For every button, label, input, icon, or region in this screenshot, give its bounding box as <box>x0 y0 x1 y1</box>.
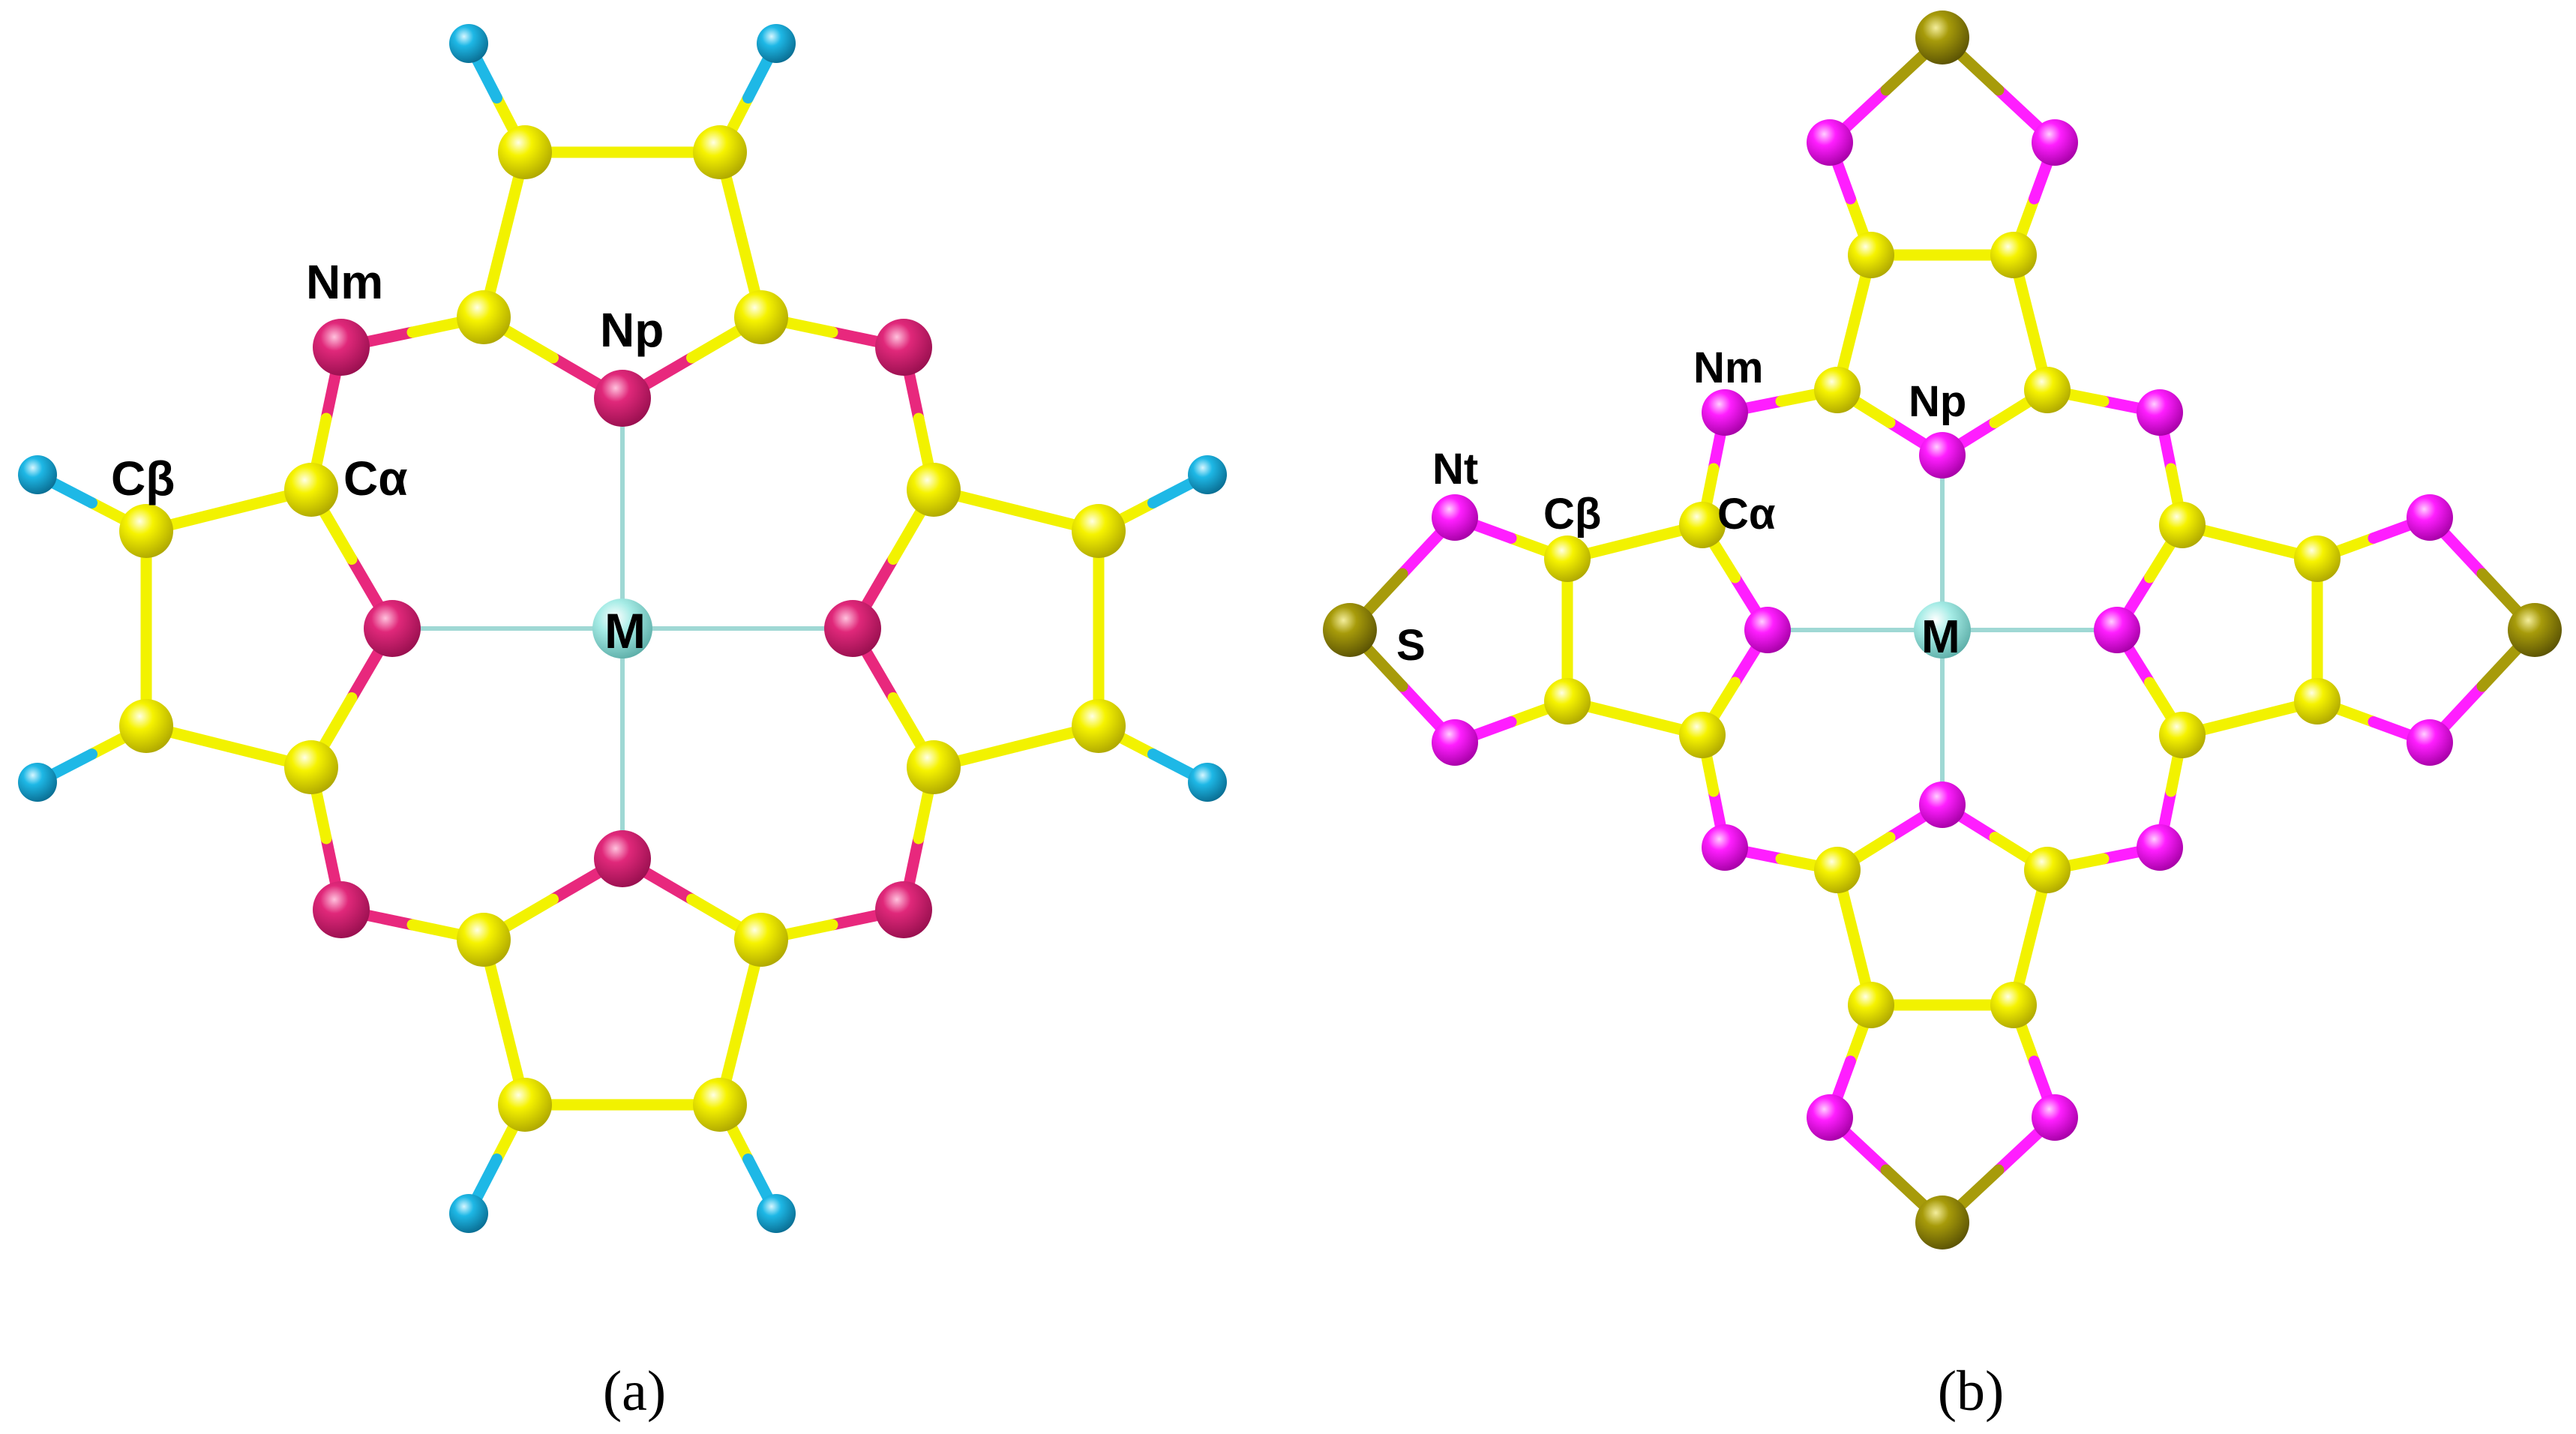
hydrogen-atom <box>757 1194 796 1233</box>
carbon-atom <box>2159 712 2206 758</box>
label-c-alpha: Cα <box>343 452 408 506</box>
label-metal: M <box>604 603 646 658</box>
hydrogen-atom <box>18 763 57 802</box>
hydrogen-atom <box>1188 763 1227 802</box>
nitrogen-atom <box>1919 782 1966 828</box>
panel-b-labels: Nm Np Nt Cβ Cα S M <box>1396 344 1966 670</box>
hydrogen-atom <box>1188 455 1227 494</box>
nitrogen-atom <box>1744 607 1791 653</box>
label-c-alpha: Cα <box>1717 490 1776 538</box>
label-sulfur: S <box>1396 621 1426 670</box>
nitrogen-atom <box>1702 824 1748 871</box>
nitrogen-atom <box>2407 494 2453 541</box>
carbon-atom <box>2159 502 2206 548</box>
label-n-pyrrole: Np <box>600 303 664 357</box>
panel-b-bonds <box>1344 32 2541 1228</box>
carbon-atom <box>2024 367 2071 413</box>
carbon-atom <box>1814 367 1861 413</box>
carbon-atom <box>1072 504 1126 558</box>
carbon-atom <box>693 1078 747 1132</box>
nitrogen-atom <box>1919 432 1966 478</box>
nitrogen-atom <box>1702 389 1748 436</box>
carbon-atom <box>1679 712 1726 758</box>
carbon-atom <box>457 913 511 967</box>
nitrogen-atom <box>1807 1094 1853 1141</box>
nitrogen-atom <box>313 881 370 938</box>
carbon-atom <box>1848 982 1894 1028</box>
nitrogen-atom <box>824 600 881 657</box>
carbon-atom <box>693 125 747 179</box>
carbon-atom <box>1990 232 2037 278</box>
panel-a-labels: Cβ Cα Nm Np M <box>111 255 664 658</box>
carbon-atom <box>907 463 961 517</box>
carbon-atom <box>734 290 788 344</box>
sulfur-atom <box>1915 1196 1969 1250</box>
carbon-atom <box>119 699 173 753</box>
panel-b-caption: (b) <box>1938 1360 2005 1423</box>
carbon-atom <box>734 913 788 967</box>
sulfur-atom <box>1323 603 1377 657</box>
metal-atom <box>592 598 652 658</box>
carbon-atom <box>498 1078 552 1132</box>
carbon-atom <box>1848 232 1894 278</box>
carbon-atom <box>284 740 338 794</box>
nitrogen-atom <box>875 319 932 376</box>
hydrogen-atom <box>757 24 796 63</box>
sulfur-atom <box>2508 603 2562 657</box>
carbon-atom <box>457 290 511 344</box>
nitrogen-atom <box>1432 719 1478 766</box>
panel-b-metal-thiadiazoloporphyrazine: Nm Np Nt Cβ Cα S M (b) <box>1323 10 2562 1423</box>
label-n-thiadiazole: Nt <box>1432 445 1478 494</box>
label-c-beta: Cβ <box>111 452 175 506</box>
nitrogen-atom <box>875 881 932 938</box>
carbon-atom <box>1814 847 1861 893</box>
nitrogen-atom <box>594 370 651 427</box>
carbon-atom <box>1072 699 1126 753</box>
panel-a-metal-porphyrazine: Cβ Cα Nm Np M (a) <box>18 24 1227 1423</box>
nitrogen-atom <box>594 830 651 887</box>
carbon-atom <box>498 125 552 179</box>
nitrogen-atom <box>313 319 370 376</box>
label-n-pyrrole: Np <box>1909 377 1966 426</box>
carbon-atom <box>1990 982 2037 1028</box>
label-n-meso: Nm <box>306 255 383 309</box>
metal-atom <box>1914 602 1971 658</box>
carbon-atom <box>1679 502 1726 548</box>
nitrogen-atom <box>2137 824 2183 871</box>
carbon-atom <box>907 740 961 794</box>
nitrogen-atom <box>2407 719 2453 766</box>
carbon-atom <box>1544 678 1591 724</box>
nitrogen-atom <box>364 600 421 657</box>
label-n-meso: Nm <box>1693 344 1763 392</box>
panel-a-caption: (a) <box>603 1360 666 1423</box>
carbon-atom <box>119 504 173 558</box>
panel-a-atoms <box>18 24 1227 1233</box>
hydrogen-atom <box>449 1194 488 1233</box>
carbon-atom <box>2294 678 2341 724</box>
carbon-atom <box>2024 847 2071 893</box>
sulfur-atom <box>1915 10 1969 64</box>
carbon-atom <box>2294 536 2341 582</box>
nitrogen-atom <box>1807 119 1853 166</box>
label-metal: M <box>1921 611 1960 663</box>
panel-b-atoms <box>1323 10 2562 1250</box>
carbon-atom <box>284 463 338 517</box>
hydrogen-atom <box>18 455 57 494</box>
hydrogen-atom <box>449 24 488 63</box>
label-c-beta: Cβ <box>1543 490 1601 538</box>
carbon-atom <box>1544 536 1591 582</box>
nitrogen-atom <box>2032 119 2078 166</box>
nitrogen-atom <box>1432 494 1478 541</box>
nitrogen-atom <box>2032 1094 2078 1141</box>
nitrogen-atom <box>2094 607 2140 653</box>
nitrogen-atom <box>2137 389 2183 436</box>
